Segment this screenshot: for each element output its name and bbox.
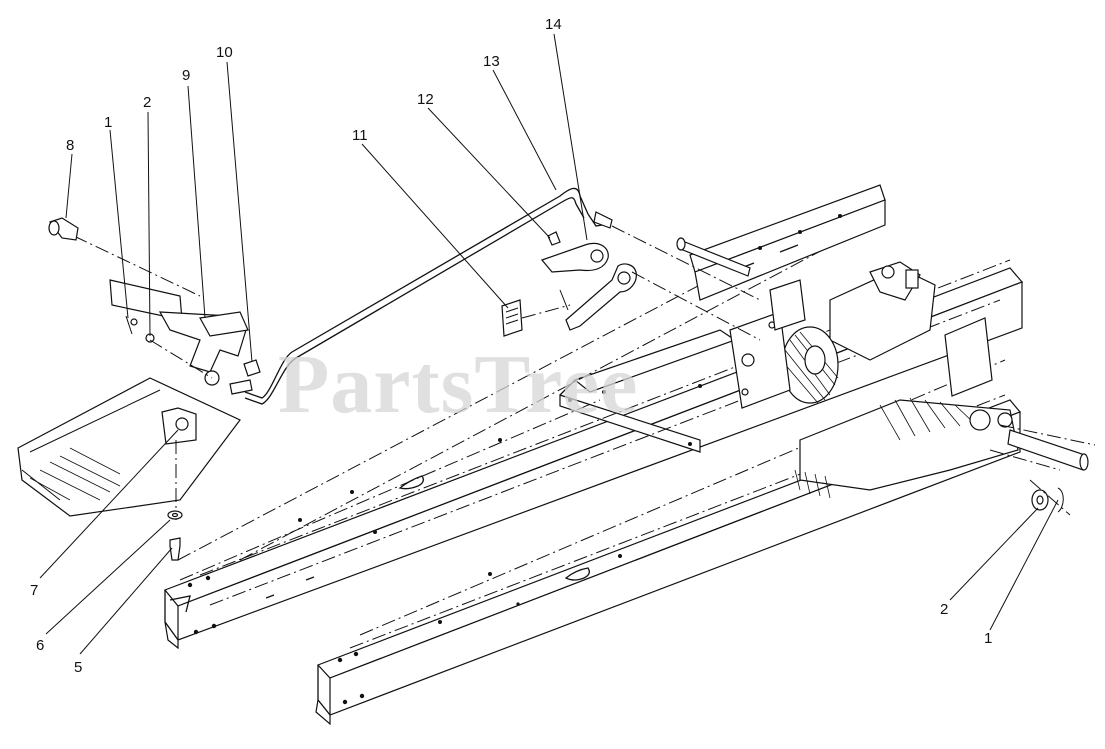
callout-1-upper: 1 <box>104 114 112 131</box>
callout-5: 5 <box>74 659 82 676</box>
shift-rod <box>244 187 761 405</box>
frame-cross-members <box>559 329 737 453</box>
callout-2-lower: 2 <box>940 601 948 618</box>
washer-and-clip-right <box>1029 479 1071 516</box>
rear-upper-rail <box>689 184 886 301</box>
callout-7: 7 <box>30 582 38 599</box>
shift-bracket-assembly <box>48 217 261 395</box>
foot-panel <box>17 377 241 561</box>
callout-10: 10 <box>216 44 233 61</box>
watermark-text: PartsTree <box>278 338 638 431</box>
callout-1-lower: 1 <box>984 630 992 647</box>
callout-13: 13 <box>483 53 500 70</box>
callout-labels: 8 1 2 9 10 11 12 13 14 7 6 5 2 1 <box>30 16 992 676</box>
callout-11: 11 <box>352 127 368 144</box>
callout-leaders <box>39 33 1059 655</box>
transaxle-assembly <box>676 237 1096 499</box>
callout-12: 12 <box>417 91 434 108</box>
callout-2-upper: 2 <box>143 94 151 111</box>
callout-6: 6 <box>36 637 44 654</box>
shift-arm-plates <box>501 231 761 341</box>
callout-8: 8 <box>66 137 74 154</box>
callout-9: 9 <box>182 67 190 84</box>
callout-14: 14 <box>545 16 562 33</box>
